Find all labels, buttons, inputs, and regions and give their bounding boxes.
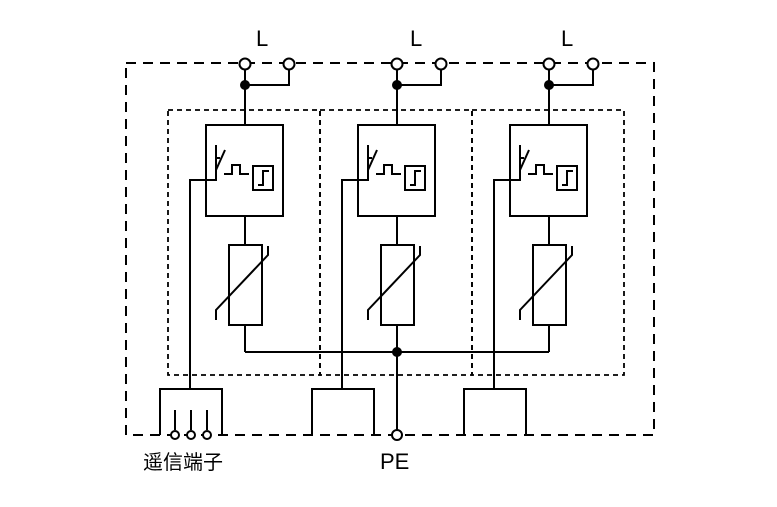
terminal-3a bbox=[542, 57, 556, 71]
line-label-1: L bbox=[256, 26, 269, 51]
terminal-2b bbox=[434, 57, 448, 71]
phase-1 bbox=[190, 57, 296, 390]
indicator-block-2 bbox=[312, 389, 374, 435]
varistor-1 bbox=[229, 245, 262, 325]
pe-label: PE bbox=[380, 449, 410, 474]
phase-3 bbox=[494, 57, 600, 390]
junction-1 bbox=[240, 80, 250, 90]
line-label-2: L bbox=[410, 26, 423, 51]
terminal-1b bbox=[282, 57, 296, 71]
remote-signal-block bbox=[160, 389, 222, 440]
varistor-3 bbox=[533, 245, 566, 325]
phase-2 bbox=[342, 57, 448, 431]
terminal-3b bbox=[586, 57, 600, 71]
line-label-3: L bbox=[561, 26, 574, 51]
junction-3 bbox=[544, 80, 554, 90]
pe-terminal bbox=[391, 429, 403, 441]
pe-bus-junction bbox=[392, 347, 402, 357]
indicator-block-3 bbox=[464, 389, 526, 435]
varistor-2 bbox=[381, 245, 414, 325]
outer-enclosure bbox=[126, 63, 654, 435]
terminal-1a bbox=[238, 57, 252, 71]
remote-signal-label: 遥信端子 bbox=[143, 450, 223, 474]
junction-2 bbox=[392, 80, 402, 90]
disconnector-box-1 bbox=[206, 125, 283, 216]
disconnector-box-2 bbox=[358, 125, 435, 216]
terminal-2a bbox=[390, 57, 404, 71]
disconnector-box-3 bbox=[510, 125, 587, 216]
